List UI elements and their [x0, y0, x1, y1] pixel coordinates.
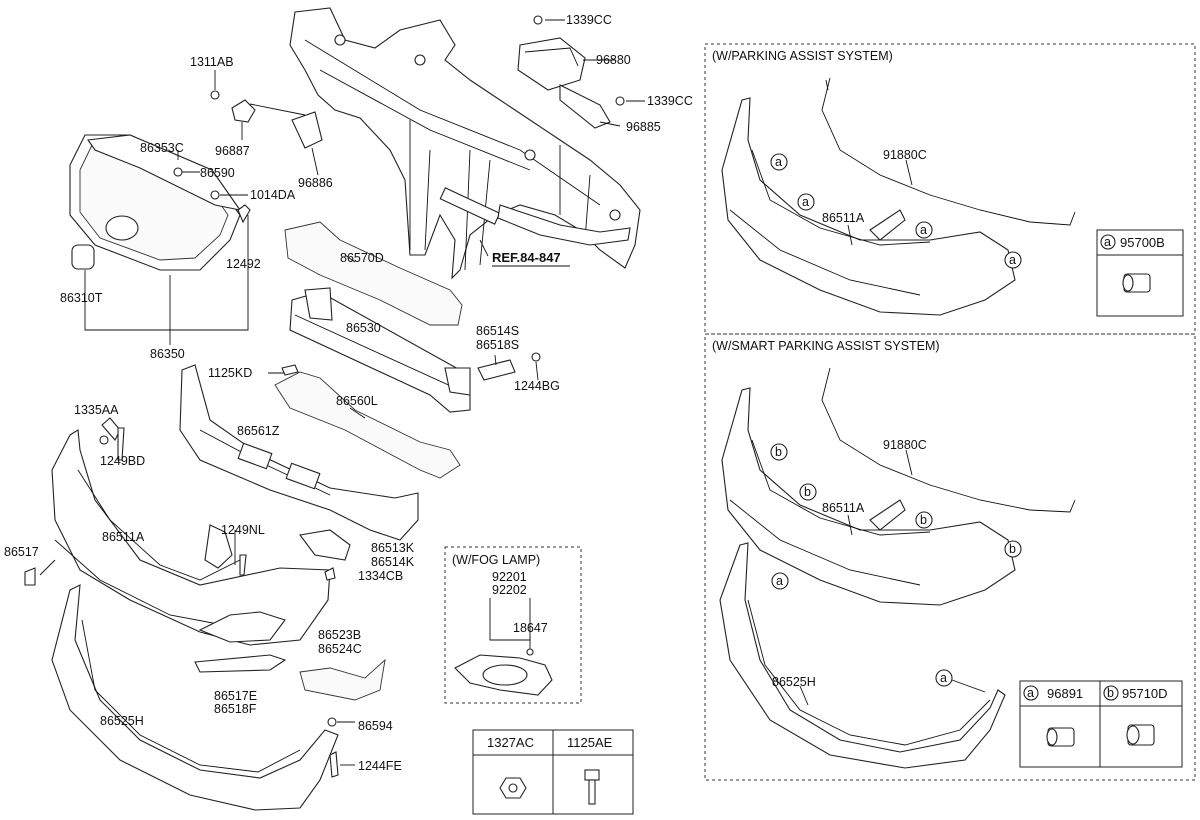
smart-label-86525h: 86525H	[772, 675, 816, 689]
fastener-1125ae-label: 1125AE	[567, 735, 613, 750]
label-86350: 86350	[150, 347, 185, 361]
smart-marker-b3: b	[920, 513, 927, 527]
grille-insert-86570d	[284, 221, 463, 326]
label-86517e: 86517E	[214, 689, 257, 703]
label-1334cb: 1334CB	[358, 569, 403, 583]
smart-marker-b1: b	[775, 445, 782, 459]
parking-marker-a3: a	[920, 223, 927, 237]
lower-cover-86561z	[179, 364, 419, 541]
label-86594: 86594	[358, 719, 393, 733]
label-1335aa: 1335AA	[74, 403, 119, 417]
label-1311ab: 1311AB	[190, 55, 234, 69]
label-1244fe: 1244FE	[358, 759, 402, 773]
lower-grille-86560l	[268, 371, 461, 479]
labels-left: 1339CC 96880 1339CC 96885 1311AB 96887 9…	[4, 13, 693, 773]
label-86560l: 86560L	[336, 394, 378, 408]
label-1244bg: 1244BG	[514, 379, 560, 393]
ultrasonic-sensor-icon	[1046, 727, 1075, 747]
front-end-carrier-frame	[289, 7, 641, 280]
label-86517: 86517	[4, 545, 39, 559]
fog-lamp-title: (W/FOG LAMP)	[452, 553, 540, 567]
label-86513k: 86513K	[371, 541, 415, 555]
label-86511a: 86511A	[102, 530, 145, 544]
label-92201: 92201	[492, 570, 527, 584]
label-86518f: 86518F	[214, 702, 257, 716]
label-96885: 96885	[626, 120, 661, 134]
control-unit-96880	[517, 15, 645, 129]
parking-marker-a2: a	[802, 195, 809, 209]
smart-legend-a-part: 96891	[1047, 686, 1083, 701]
radiator-grille-86350	[69, 134, 251, 345]
label-96887: 96887	[215, 144, 250, 158]
parking-assist-group: (W/PARKING ASSIST SYSTEM) a a a a 91880C…	[704, 43, 1196, 335]
label-1339cc-top: 1339CC	[566, 13, 612, 27]
parking-label-91880c: 91880C	[883, 148, 927, 162]
label-86353c: 86353C	[140, 141, 184, 155]
smart-marker-b2: b	[804, 485, 811, 499]
sensor-96887-bracket-96886	[210, 70, 323, 176]
garnish-86517e	[194, 654, 287, 673]
label-92202: 92202	[492, 583, 527, 597]
front-bumper-cover-86511a	[24, 417, 331, 646]
label-96886: 96886	[298, 176, 333, 190]
nut-icon	[499, 777, 527, 799]
label-1125kd: 1125KD	[208, 366, 252, 380]
bumper-beam-86530	[289, 287, 471, 413]
smart-legend-b-part: 95710D	[1122, 686, 1168, 701]
label-96880: 96880	[596, 53, 631, 67]
smart-parking-title: (W/SMART PARKING ASSIST SYSTEM)	[712, 339, 940, 353]
fasteners-left	[99, 364, 299, 576]
label-86530: 86530	[346, 321, 381, 335]
label-12492: 12492	[226, 257, 261, 271]
label-1249nl: 1249NL	[221, 523, 265, 537]
parking-legend-marker: a	[1104, 235, 1111, 249]
smart-marker-b4: b	[1009, 542, 1016, 556]
parking-marker-a1: a	[775, 155, 782, 169]
smart-label-86511a: 86511A	[822, 501, 865, 515]
ref-label: REF.84-847	[492, 250, 561, 265]
label-86518s: 86518S	[476, 338, 519, 352]
lower-lip-86525h	[51, 584, 355, 811]
fog-lamp-group: (W/FOG LAMP) 92201 92202 18647	[444, 546, 582, 704]
fastener-1327ac-label: 1327AC	[487, 735, 534, 750]
fastener-table: 1327AC 1125AE	[472, 729, 634, 815]
bolt-icon	[584, 769, 600, 805]
label-86514k: 86514K	[371, 555, 415, 569]
label-86523b: 86523B	[318, 628, 361, 642]
smart-label-91880c: 91880C	[883, 438, 927, 452]
label-86525h: 86525H	[100, 714, 144, 728]
label-1249bd: 1249BD	[100, 454, 145, 468]
label-86310t: 86310T	[60, 291, 103, 305]
parking-assist-title: (W/PARKING ASSIST SYSTEM)	[712, 49, 893, 63]
bracket-86514s	[477, 352, 541, 381]
parking-label-86511a: 86511A	[822, 211, 865, 225]
smart-sensor-icon	[1126, 724, 1155, 746]
smart-marker-a1: a	[776, 574, 783, 588]
fog-garnish-86523b	[299, 658, 386, 701]
label-86514s: 86514S	[476, 324, 519, 338]
smart-marker-a2: a	[940, 671, 947, 685]
label-86561z: 86561Z	[237, 424, 280, 438]
label-1014da: 1014DA	[250, 188, 296, 202]
label-86590: 86590	[200, 166, 235, 180]
reference-callout: REF.84-847	[479, 239, 570, 267]
smart-legend-a-marker: a	[1027, 686, 1034, 700]
bracket-86513k	[299, 529, 351, 581]
label-1339cc-right: 1339CC	[647, 94, 693, 108]
smart-parking-assist-group: (W/SMART PARKING ASSIST SYSTEM) b b b b …	[704, 333, 1196, 781]
smart-legend-b-marker: b	[1107, 686, 1114, 700]
parking-sensor-icon	[1122, 273, 1151, 293]
label-86570d: 86570D	[340, 251, 384, 265]
label-86524c: 86524C	[318, 642, 362, 656]
parking-marker-a4: a	[1009, 253, 1016, 267]
parking-legend-part: 95700B	[1120, 235, 1165, 250]
